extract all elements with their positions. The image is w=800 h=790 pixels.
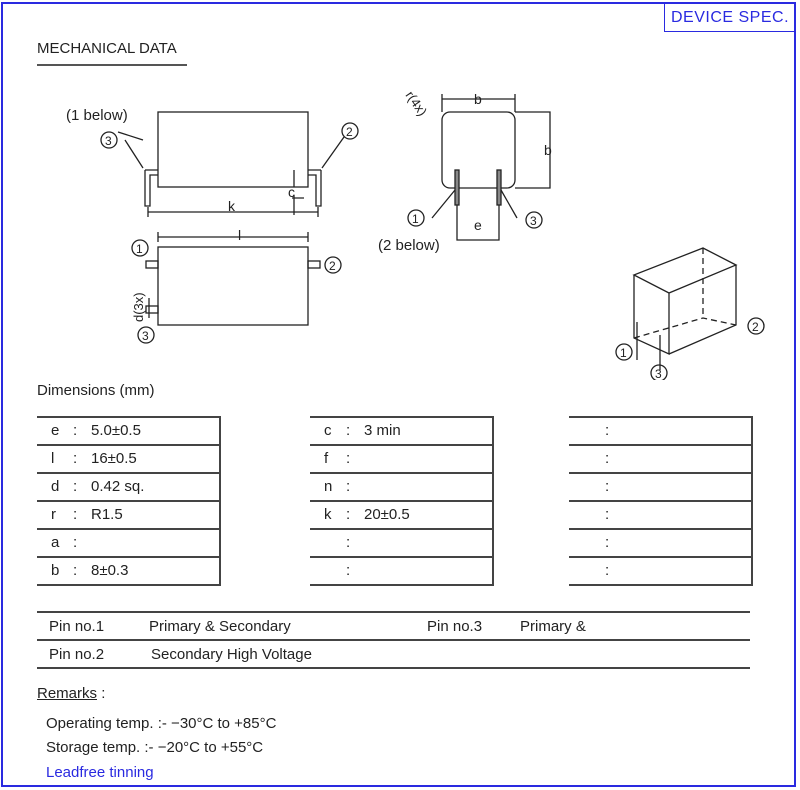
dimensions-table-3: : : : : : : — [569, 416, 753, 586]
dimensions-table-1: e:5.0±0.5 l:16±0.5 d:0.42 sq. r:R1.5 a: … — [37, 416, 221, 586]
dim-sep: : — [73, 422, 78, 439]
dimension-row: k:20±0.5 — [310, 500, 492, 528]
dimension-row: : — [569, 444, 751, 472]
dim-sep: : — [605, 450, 610, 467]
dim-sep: : — [605, 422, 610, 439]
dimension-row: n: — [310, 472, 492, 500]
dimension-row: a: — [37, 528, 219, 556]
dim-key: e — [51, 422, 60, 439]
top-view: l d(3x) 1 3 2 — [131, 227, 342, 344]
dim-sep: : — [73, 506, 78, 523]
pin3-marker: 3 — [655, 367, 662, 380]
remarks-title: Remarks — [37, 685, 98, 702]
dim-value: 8±0.3 — [91, 562, 129, 579]
dim-value: 20±0.5 — [364, 506, 410, 523]
dimension-row: : — [569, 500, 751, 528]
isometric-view: 1 3 2 — [615, 247, 765, 380]
device-spec-badge: DEVICE SPEC. — [664, 4, 795, 32]
remarks-heading: Remarks : — [37, 685, 105, 702]
dimension-row: f: — [310, 444, 492, 472]
dim-sep: : — [73, 534, 78, 551]
end-view-label: (2 below) — [378, 237, 440, 254]
section-title: MECHANICAL DATA — [37, 40, 187, 66]
dimension-row: : — [310, 528, 492, 556]
dim-sep: : — [346, 478, 351, 495]
dim-sep: : — [605, 562, 610, 579]
storage-temp: Storage temp. :- −20°C to +55°C — [46, 739, 264, 756]
dim-value: 3 min — [364, 422, 401, 439]
dim-key: k — [324, 506, 332, 523]
pin-row: Pin no.1 Primary & Secondary Pin no.3 Pr… — [37, 611, 750, 639]
dim-key: b — [51, 562, 60, 579]
dimension-row: : — [569, 472, 751, 500]
leadfree-note: Leadfree tinning — [46, 764, 154, 781]
mechanical-drawing: (1 below) k c 3 2 l d(3x) 1 3 2 b b e r(… — [66, 88, 765, 380]
pin1-marker: 1 — [412, 212, 419, 226]
pin3-marker: 3 — [105, 134, 112, 148]
dim-sep: : — [73, 450, 78, 467]
operating-temp: Operating temp. :- −30°C to +85°C — [46, 715, 277, 732]
dim-key: a — [51, 534, 60, 551]
end-view: b b e r(4x) (2 below) 1 3 — [378, 88, 552, 254]
dim-key: d — [51, 478, 60, 495]
pin3-marker: 3 — [142, 329, 149, 343]
dim-sep: : — [346, 534, 351, 551]
pin1-desc: Primary & Secondary — [149, 618, 291, 635]
pin2-label: Pin no.2 — [49, 646, 105, 663]
dim-sep: : — [605, 506, 610, 523]
pin3-marker: 3 — [530, 214, 537, 228]
dim-sep: : — [605, 478, 610, 495]
dim-sep: : — [73, 562, 78, 579]
pin1-marker: 1 — [620, 346, 627, 360]
dim-b-side-label: b — [544, 142, 552, 158]
dimension-row: b:8±0.3 — [37, 556, 219, 586]
dim-key: n — [324, 478, 333, 495]
dim-key: f — [324, 450, 329, 467]
dimension-row: : — [569, 528, 751, 556]
dimension-row: d:0.42 sq. — [37, 472, 219, 500]
dim-value: 0.42 sq. — [91, 478, 145, 495]
pin-row: Pin no.2 Secondary High Voltage — [37, 639, 750, 669]
dim-sep: : — [346, 562, 351, 579]
dim-c-label: c — [288, 184, 295, 200]
dim-e-label: e — [474, 217, 482, 233]
dim-r-label: r(4x) — [403, 88, 431, 118]
dim-key: l — [51, 450, 55, 467]
dimension-row: e:5.0±0.5 — [37, 416, 219, 444]
dim-value: 5.0±0.5 — [91, 422, 141, 439]
dim-k-label: k — [228, 198, 236, 214]
pin1-label: Pin no.1 — [49, 618, 105, 635]
dimension-row: l:16±0.5 — [37, 444, 219, 472]
dim-b-top-label: b — [474, 91, 482, 107]
dim-sep: : — [605, 534, 610, 551]
dim-sep: : — [73, 478, 78, 495]
dim-sep: : — [346, 422, 351, 439]
dim-d-label: d(3x) — [131, 292, 146, 322]
dimension-row: r: R1.5 — [37, 500, 219, 528]
dim-key: r — [51, 506, 56, 523]
dim-sep: : — [346, 506, 351, 523]
pin2-desc: Secondary High Voltage — [151, 646, 312, 663]
pin2-marker: 2 — [752, 320, 759, 334]
pin2-marker: 2 — [346, 125, 353, 139]
dim-l-label: l — [238, 227, 241, 243]
dim-key: c — [324, 422, 332, 439]
dimensions-title: Dimensions (mm) — [37, 382, 155, 399]
side-view-label: (1 below) — [66, 107, 128, 124]
pin2-marker: 2 — [329, 259, 336, 273]
dim-sep: : — [346, 450, 351, 467]
dim-value: 16±0.5 — [91, 450, 137, 467]
pin1-marker: 1 — [136, 242, 143, 256]
pin-table: Pin no.1 Primary & Secondary Pin no.3 Pr… — [37, 611, 750, 669]
dim-value: R1.5 — [91, 506, 123, 523]
dimension-row: c:3 min — [310, 416, 492, 444]
pin3-desc: Primary & — [520, 618, 586, 635]
dimensions-table-2: c:3 min f: n: k:20±0.5 : : — [310, 416, 494, 586]
side-view: (1 below) k c 3 2 — [66, 107, 359, 217]
pin3-label: Pin no.3 — [427, 618, 483, 635]
remarks-colon: : — [101, 685, 106, 702]
dimension-row: : — [569, 416, 751, 444]
dimension-row: : — [310, 556, 492, 586]
dimension-row: : — [569, 556, 751, 586]
